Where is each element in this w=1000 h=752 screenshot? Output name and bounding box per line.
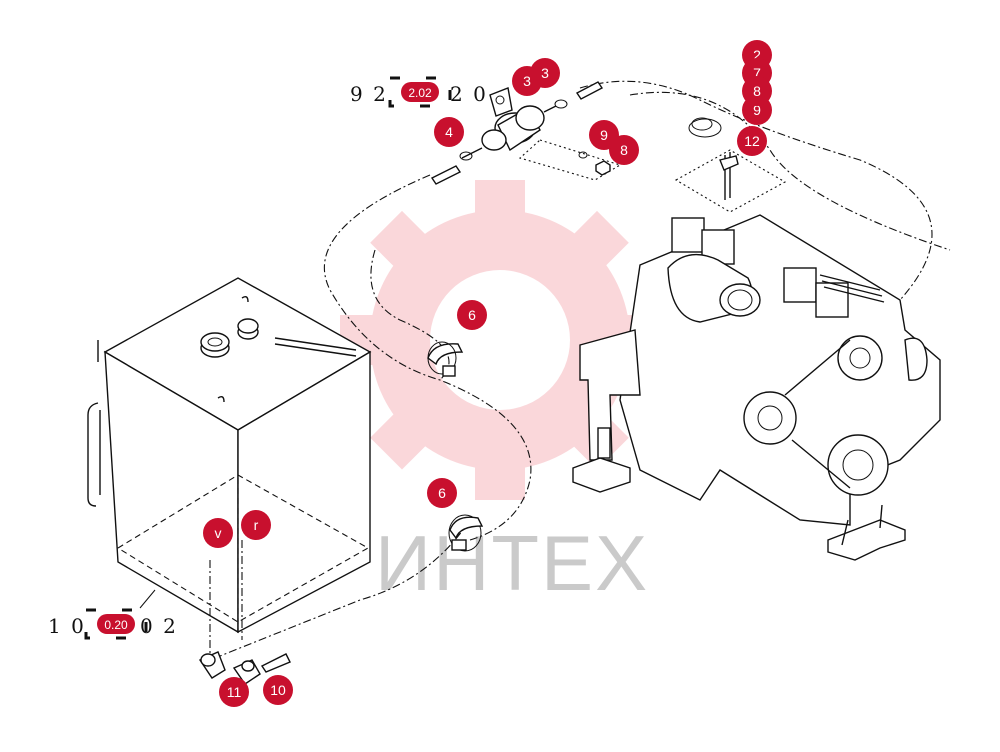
callout-11[interactable]: 11 bbox=[219, 677, 249, 707]
callout-10[interactable]: 10 bbox=[263, 675, 293, 705]
watermark-text: ИНТЕХ bbox=[375, 519, 649, 607]
callout-4[interactable]: 4 bbox=[434, 117, 464, 147]
callouts: 3 3 4 8 9 2 7 9 8 12 6 6 bbox=[203, 40, 772, 707]
reference-code-bottom-prefix: 1 0 bbox=[48, 614, 86, 638]
callout-6[interactable]: 6 bbox=[457, 300, 487, 330]
bottom-fittings bbox=[198, 651, 291, 685]
fuel-tank bbox=[87, 277, 372, 660]
callout-3[interactable]: 3 bbox=[512, 66, 542, 96]
hose-clamps bbox=[427, 117, 739, 552]
svg-text:3: 3 bbox=[541, 65, 549, 81]
reference-code-top-box bbox=[401, 82, 439, 102]
callout-12[interactable]: 12 bbox=[737, 126, 767, 156]
svg-text:8: 8 bbox=[753, 83, 761, 99]
reference-code-bottom-suffix: 0 2 bbox=[140, 614, 178, 638]
svg-text:2: 2 bbox=[753, 47, 761, 63]
svg-text:4: 4 bbox=[445, 124, 453, 140]
reference-code-top-box-label: 2.02 bbox=[408, 86, 432, 100]
reference-code-top-suffix: 2 0 bbox=[450, 82, 488, 106]
svg-text:9: 9 bbox=[753, 102, 761, 118]
svg-text:6: 6 bbox=[438, 485, 446, 501]
fuel-filter bbox=[430, 81, 611, 185]
svg-text:v: v bbox=[215, 525, 222, 541]
reference-code-bottom-box bbox=[97, 614, 135, 634]
svg-text:8: 8 bbox=[620, 142, 628, 158]
svg-text:12: 12 bbox=[744, 133, 760, 149]
reference-code-top-prefix: 9 2 bbox=[350, 82, 388, 106]
engine bbox=[572, 214, 941, 561]
svg-text:6: 6 bbox=[468, 307, 476, 323]
callout-r[interactable]: r bbox=[241, 510, 271, 540]
callout-6[interactable]: 6 bbox=[427, 478, 457, 508]
reference-code-bottom: 1 0 0.20 0 2 bbox=[48, 608, 178, 640]
svg-text:9: 9 bbox=[600, 127, 608, 143]
fuel-lines bbox=[209, 80, 951, 661]
svg-text:3: 3 bbox=[523, 73, 531, 89]
callout-8[interactable]: 8 bbox=[742, 76, 772, 106]
svg-text:r: r bbox=[254, 517, 259, 533]
svg-text:10: 10 bbox=[270, 682, 286, 698]
callout-v[interactable]: v bbox=[203, 518, 233, 548]
reference-code-bottom-box-label: 0.20 bbox=[104, 618, 128, 632]
svg-text:11: 11 bbox=[227, 684, 242, 700]
reference-code-top: 9 2 2.02 2 0 bbox=[350, 76, 488, 108]
svg-text:7: 7 bbox=[753, 65, 761, 81]
callout-9[interactable]: 9 bbox=[589, 120, 619, 150]
